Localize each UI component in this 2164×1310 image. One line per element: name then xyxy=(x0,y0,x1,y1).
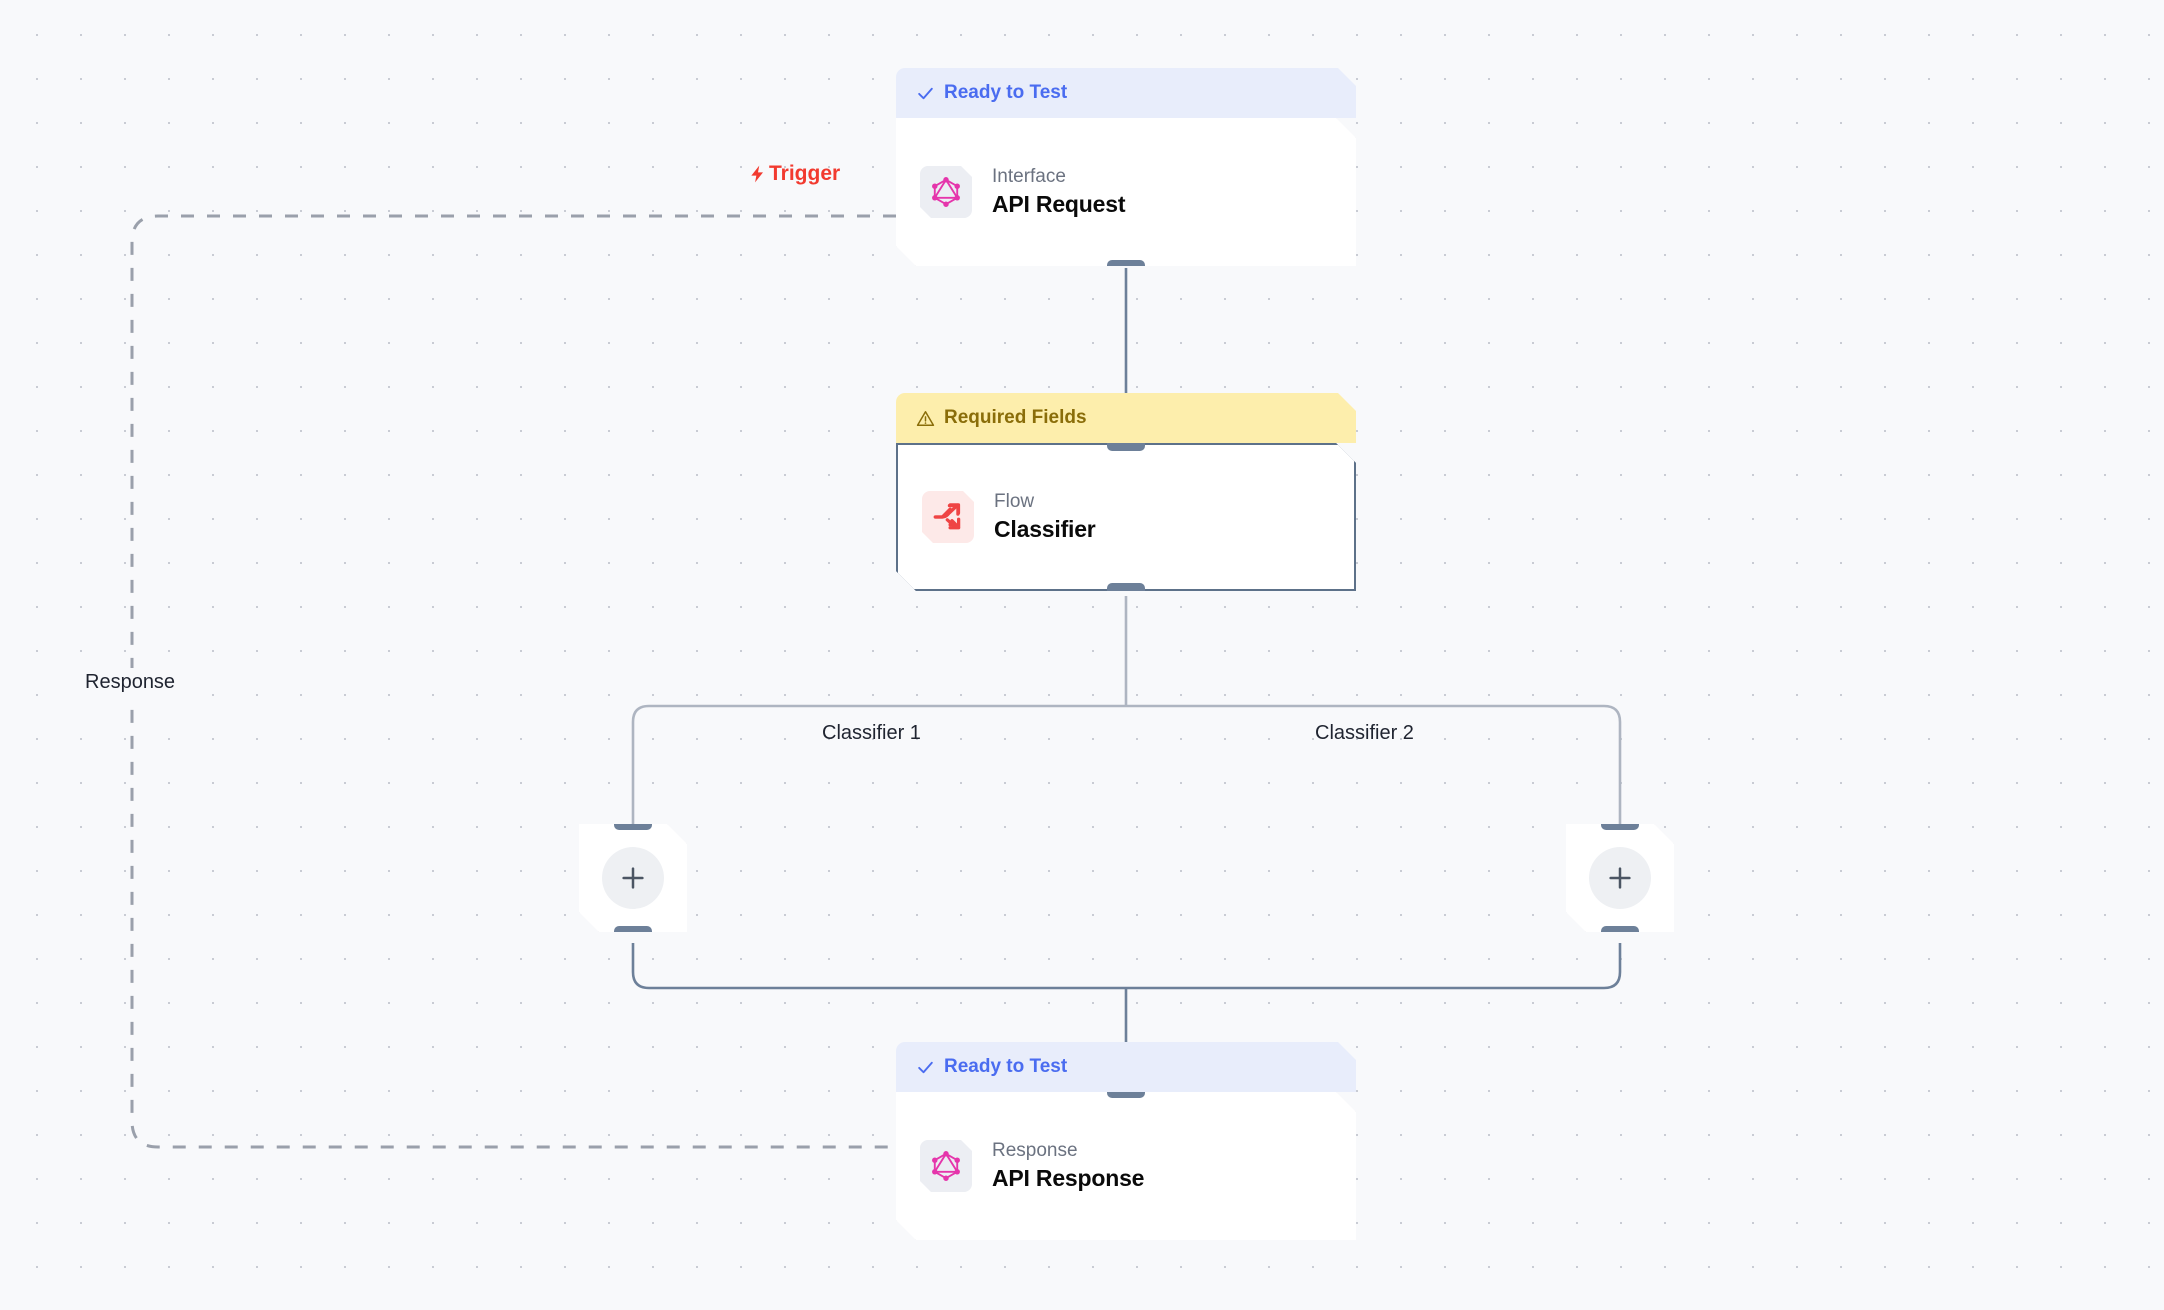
status-badge-label: Ready to Test xyxy=(944,1056,1068,1077)
status-badge-label: Ready to Test xyxy=(944,82,1068,103)
node-classifier[interactable]: Required Fields Flow C xyxy=(896,393,1356,591)
node-api-request[interactable]: Ready to Test xyxy=(896,68,1356,266)
edge-merge-right xyxy=(1126,943,1622,990)
edge-merge-left xyxy=(631,943,1126,990)
node-title-label: API Response xyxy=(992,1165,1145,1192)
plus-icon xyxy=(1605,863,1635,893)
check-icon xyxy=(916,1058,935,1077)
node-kind-label: Response xyxy=(992,1140,1078,1162)
trigger-dashed-edge xyxy=(130,214,896,1149)
node-body-classifier[interactable]: Flow Classifier xyxy=(896,443,1356,591)
status-badge-ready-to-test: Ready to Test xyxy=(896,1042,1356,1092)
input-handle[interactable] xyxy=(1107,1087,1145,1098)
add-node-branch-1[interactable] xyxy=(579,824,687,932)
node-body-api-request[interactable]: Interface API Request xyxy=(896,118,1356,266)
branch-label-1: Classifier 1 xyxy=(822,722,921,744)
status-badge-ready-to-test: Ready to Test xyxy=(896,68,1356,118)
node-text-classifier: Flow Classifier xyxy=(994,491,1096,542)
trigger-label: Trigger xyxy=(748,162,840,186)
node-text-api-response: Response API Response xyxy=(992,1140,1144,1191)
output-handle[interactable] xyxy=(614,926,652,937)
status-badge-label: Required Fields xyxy=(944,407,1087,428)
add-node-circle[interactable] xyxy=(1589,847,1651,909)
input-handle[interactable] xyxy=(1601,819,1639,830)
node-title-label: API Request xyxy=(992,191,1126,218)
graphql-icon xyxy=(920,1140,972,1192)
node-text-api-request: Interface API Request xyxy=(992,166,1125,217)
output-handle[interactable] xyxy=(1107,583,1145,594)
status-badge-required-fields: Required Fields xyxy=(896,393,1356,443)
check-icon xyxy=(916,84,935,103)
node-kind-label: Flow xyxy=(994,491,1035,513)
add-node-branch-2[interactable] xyxy=(1566,824,1674,932)
branch-label-2: Classifier 2 xyxy=(1315,722,1414,744)
output-handle[interactable] xyxy=(1601,926,1639,937)
lightning-bolt-icon xyxy=(751,165,763,183)
shuffle-split-icon xyxy=(922,491,974,543)
output-handle[interactable] xyxy=(1107,260,1145,271)
node-body-api-response[interactable]: Response API Response xyxy=(896,1092,1356,1240)
input-handle[interactable] xyxy=(1107,440,1145,451)
add-node-circle[interactable] xyxy=(602,847,664,909)
warning-triangle-icon xyxy=(916,409,935,428)
trigger-label-text: Trigger xyxy=(769,162,841,185)
node-kind-label: Interface xyxy=(992,166,1066,188)
graphql-icon xyxy=(920,166,972,218)
plus-icon xyxy=(618,863,648,893)
node-api-response[interactable]: Ready to Test xyxy=(896,1042,1356,1240)
node-title-label: Classifier xyxy=(994,516,1096,543)
response-label: Response xyxy=(78,668,183,697)
input-handle[interactable] xyxy=(614,819,652,830)
